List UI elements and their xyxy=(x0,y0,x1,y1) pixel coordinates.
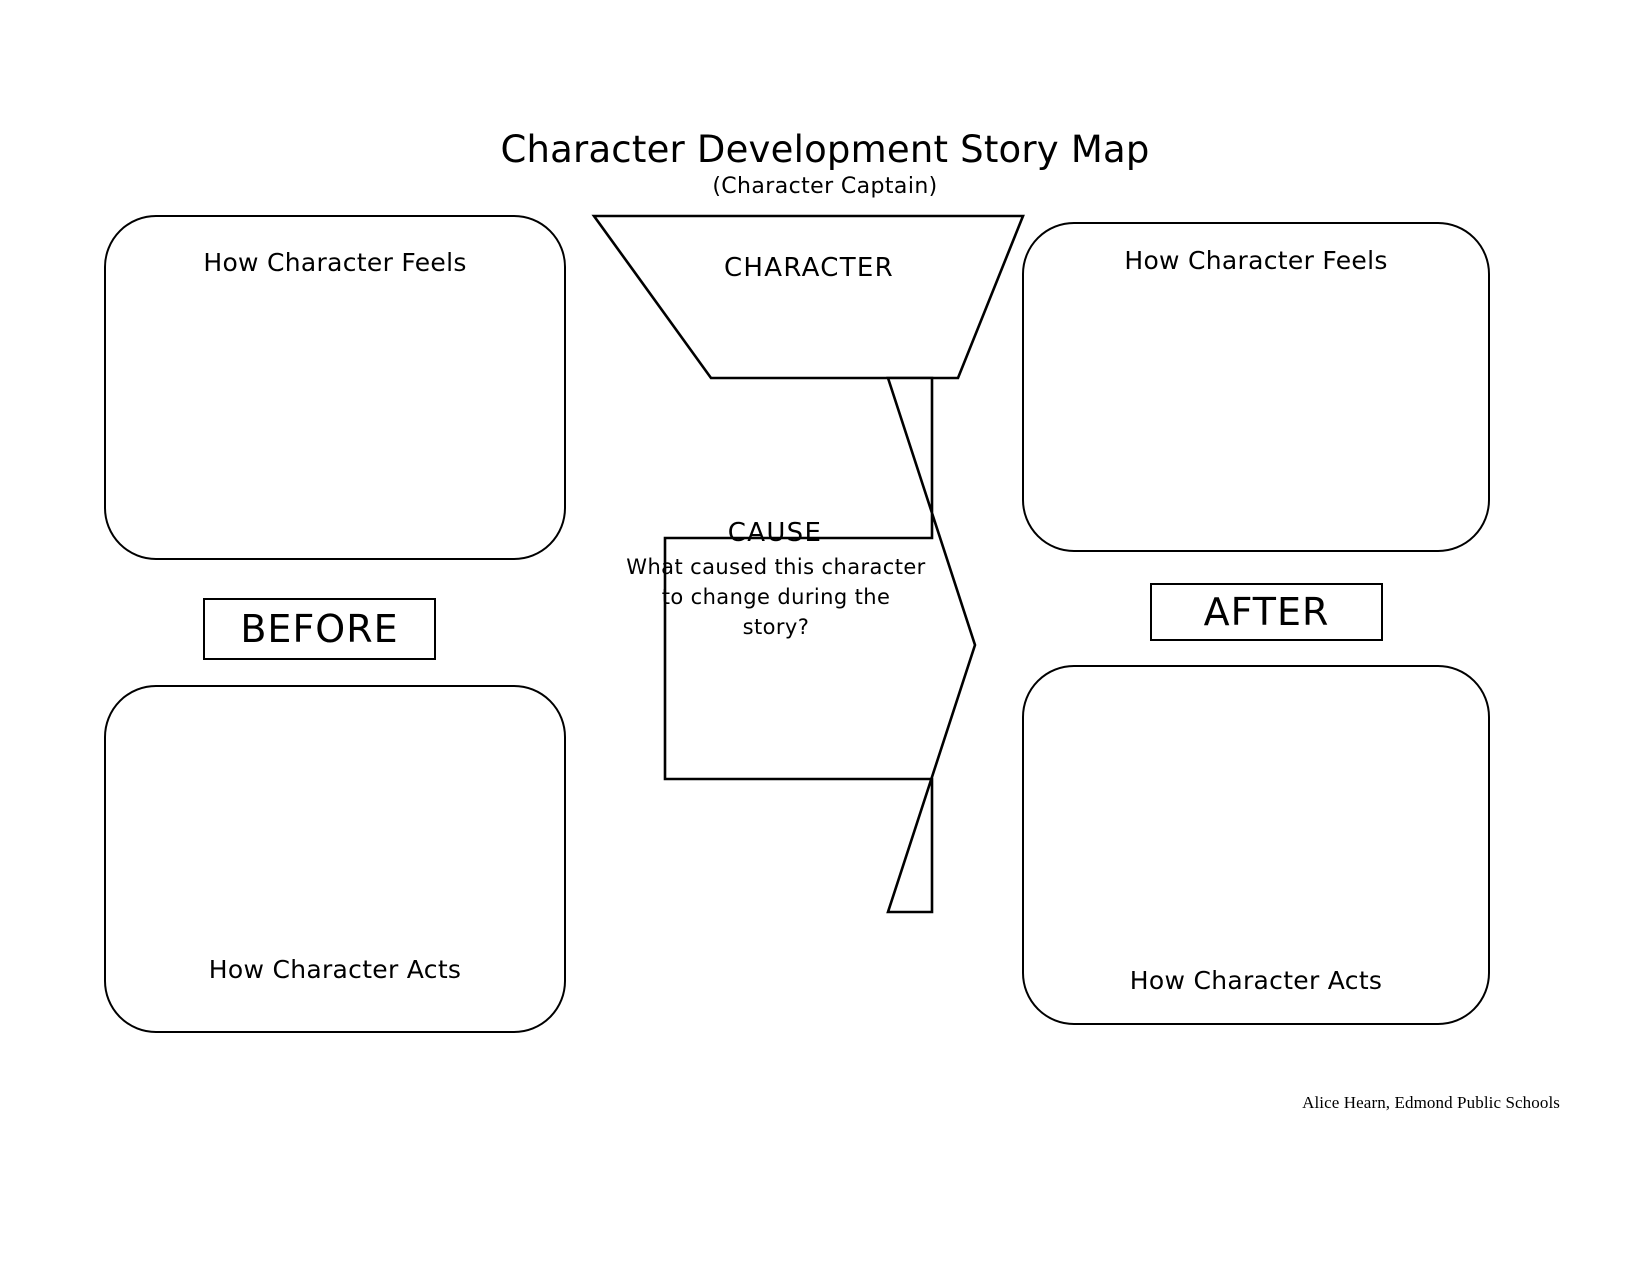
after-how-character-acts-label: How Character Acts xyxy=(1129,966,1383,995)
cause-question-text: What caused this character to change dur… xyxy=(626,555,926,639)
after-banner-label: AFTER xyxy=(1203,590,1330,634)
after-how-character-acts-box[interactable] xyxy=(1022,665,1490,1025)
character-label: CHARACTER xyxy=(723,253,895,283)
character-trapezoid xyxy=(591,214,1025,380)
before-how-character-acts-label: How Character Acts xyxy=(208,955,462,984)
before-banner-label: BEFORE xyxy=(240,607,399,651)
before-banner: BEFORE xyxy=(203,598,436,660)
before-how-character-acts-box[interactable] xyxy=(104,685,566,1033)
page-subtitle: (Character Captain) xyxy=(712,174,938,199)
before-how-character-feels-box[interactable] xyxy=(104,215,566,560)
cause-arrow xyxy=(663,376,977,914)
after-banner: AFTER xyxy=(1150,583,1383,641)
credit-line: Alice Hearn, Edmond Public Schools xyxy=(1302,1093,1560,1112)
page-title: Character Development Story Map xyxy=(500,128,1150,171)
after-how-character-feels-box[interactable] xyxy=(1022,222,1490,552)
after-how-character-feels-label: How Character Feels xyxy=(1124,246,1388,275)
cause-label: CAUSE xyxy=(727,518,823,548)
before-how-character-feels-label: How Character Feels xyxy=(203,248,467,277)
